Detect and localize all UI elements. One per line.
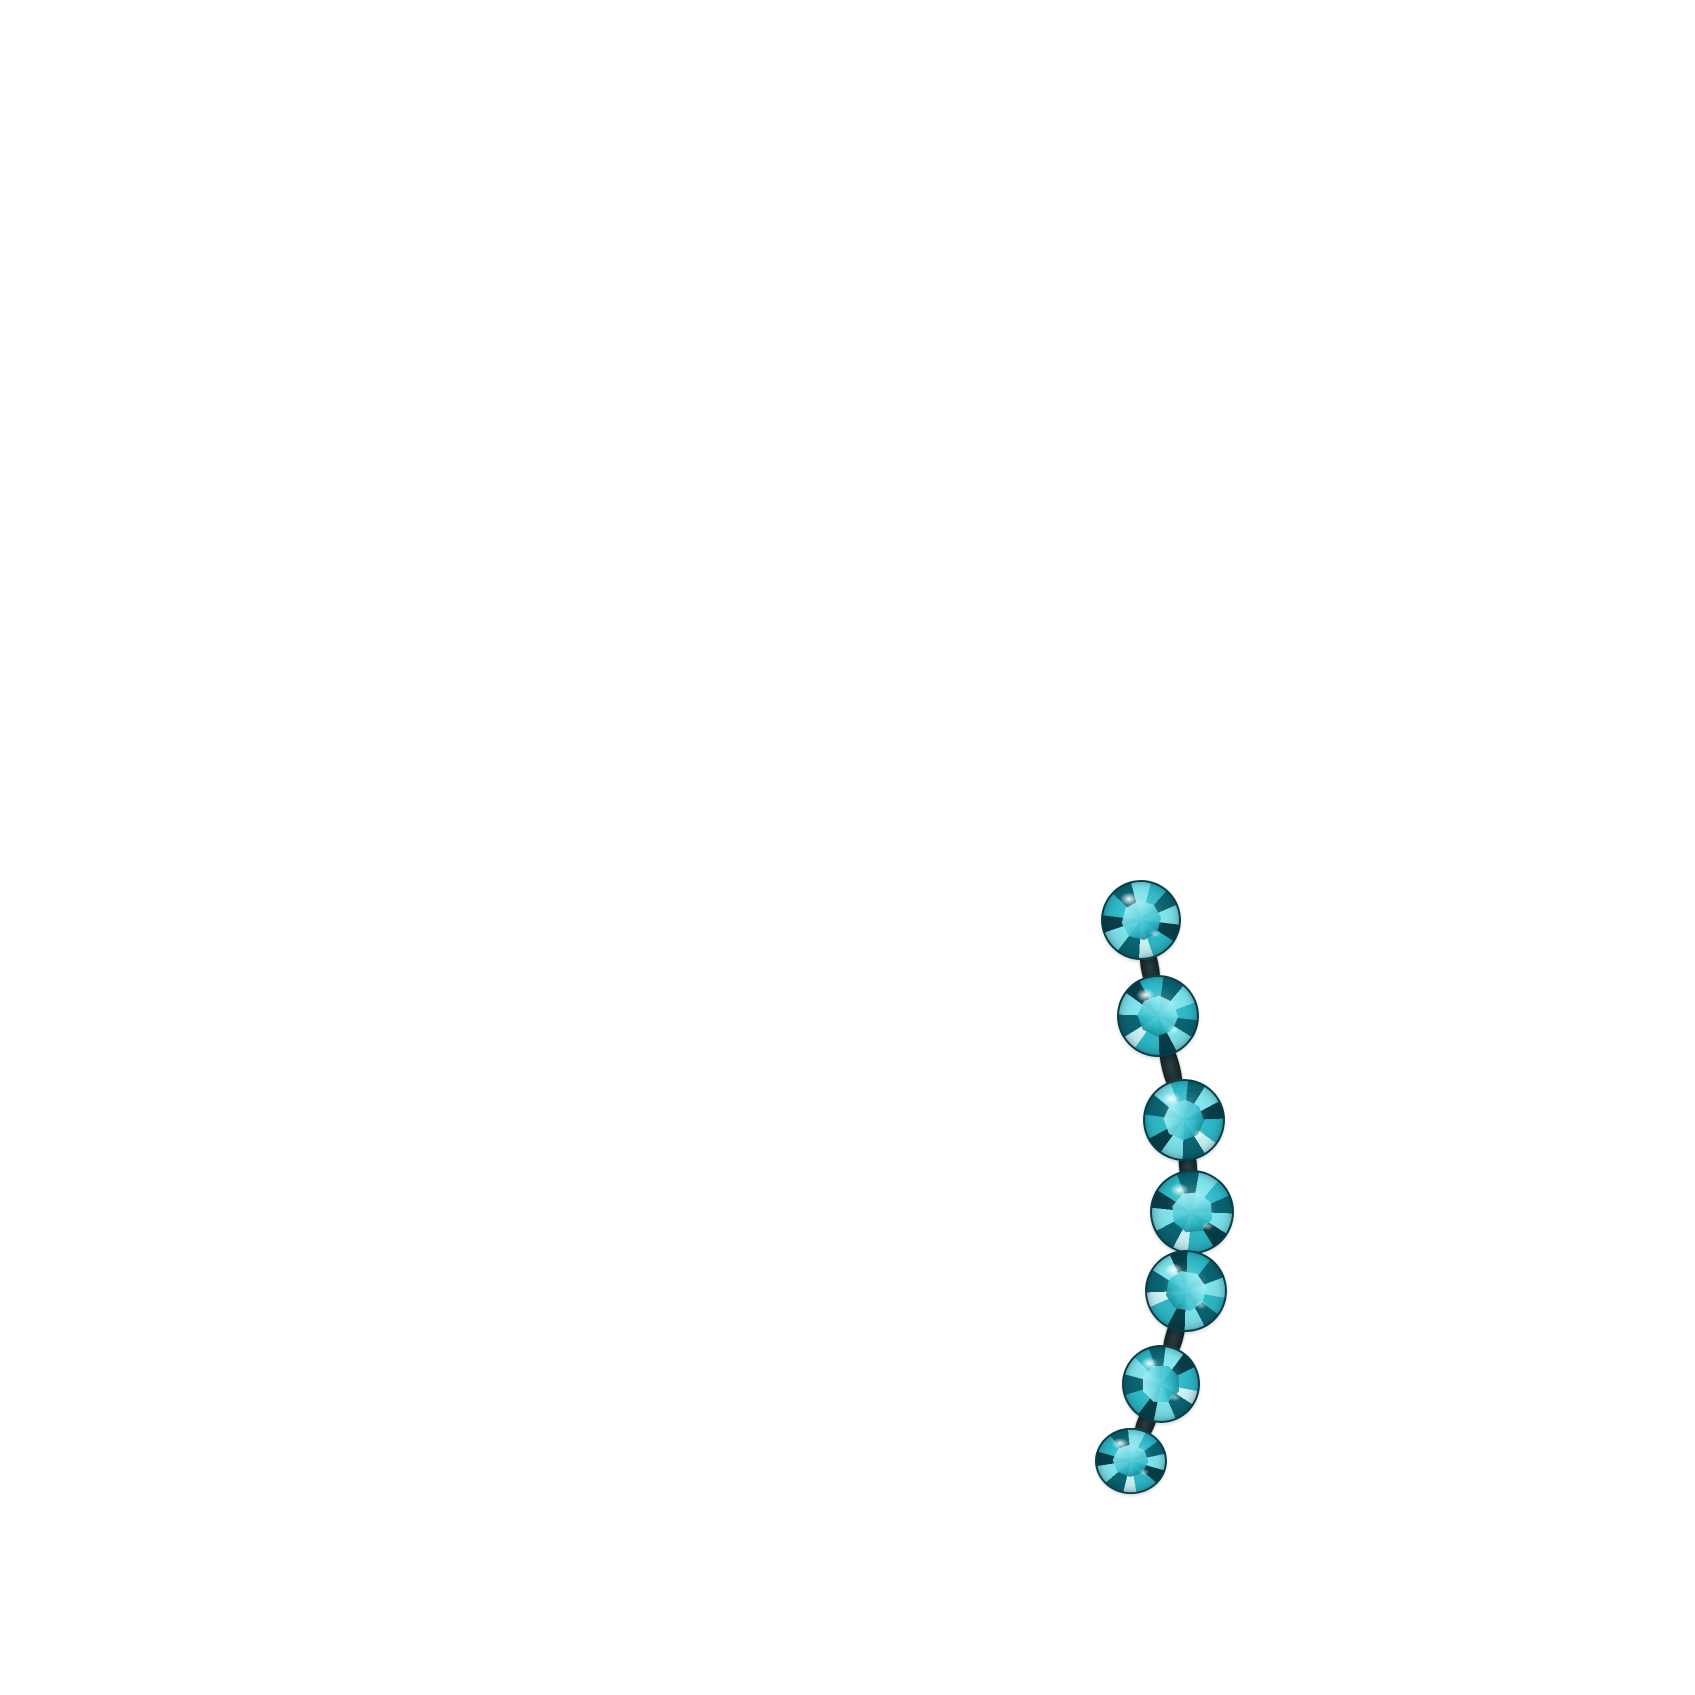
bead-highlight	[1137, 1355, 1161, 1373]
crystal-bead	[1143, 1079, 1225, 1161]
crystal-bead	[1117, 975, 1199, 1057]
bead-highlight-small	[1192, 1299, 1209, 1311]
bead-highlight	[1133, 985, 1158, 1004]
crystal-bead	[1095, 1427, 1167, 1495]
bead-highlight	[1117, 890, 1141, 908]
bead-highlight	[1109, 1436, 1131, 1452]
bead-highlight	[1166, 1180, 1192, 1200]
crystal-bead	[1122, 1345, 1200, 1423]
bead-highlight-small	[1198, 1220, 1216, 1233]
bead-highlight-small	[1167, 1391, 1183, 1403]
bead-highlight	[1161, 1260, 1186, 1279]
bead-highlight-small	[1136, 1467, 1152, 1477]
crystal-bead	[1101, 880, 1181, 960]
crystal-bead	[1150, 1170, 1234, 1254]
bead-highlight-small	[1164, 1024, 1181, 1036]
crystal-bead	[1145, 1250, 1227, 1332]
bead-highlight	[1159, 1089, 1184, 1108]
bead-highlight-small	[1147, 928, 1164, 940]
bead-highlight-small	[1190, 1128, 1207, 1140]
